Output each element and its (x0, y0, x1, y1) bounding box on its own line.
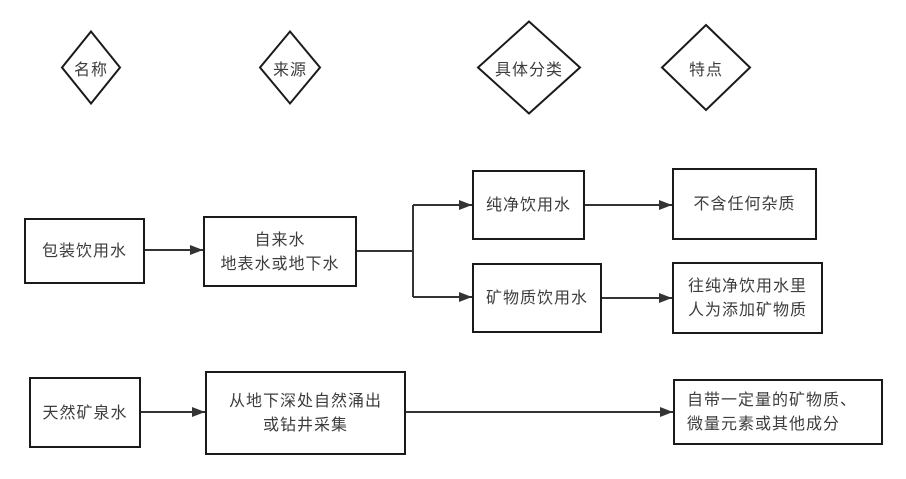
header-label-features: 特点 (688, 60, 724, 79)
header-label-source: 来源 (272, 60, 308, 79)
node-label: 自来水 地表水或地下水 (220, 229, 340, 273)
node-label: 天然矿泉水 (42, 402, 128, 422)
header-label-name: 名称 (73, 60, 109, 79)
node-pure-drinking-water: 纯净饮用水 (472, 170, 585, 240)
node-added-minerals: 往纯净饮用水里 人为添加矿物质 (672, 262, 823, 334)
node-underground-source: 从地下深处自然涌出 或钻井采集 (205, 371, 406, 455)
node-label: 矿物质饮用水 (485, 288, 588, 307)
node-label: 包装饮用水 (41, 241, 127, 260)
node-packaged-drinking-water: 包装饮用水 (24, 218, 145, 284)
header-label-classification: 具体分类 (494, 60, 564, 79)
node-contains-own-minerals: 自带一定量的矿物质、 微量元素或其他成分 (673, 379, 883, 445)
diamond-shape-name (60, 29, 122, 106)
diamond-shape-features (660, 23, 752, 112)
node-no-impurities: 不含任何杂质 (672, 168, 817, 240)
node-mineralized-drinking-water: 矿物质饮用水 (472, 263, 602, 333)
node-label: 自带一定量的矿物质、 微量元素或其他成分 (687, 390, 858, 433)
node-natural-mineral-water: 天然矿泉水 (29, 377, 141, 448)
node-label: 纯净饮用水 (485, 195, 571, 214)
node-label: 从地下深处自然涌出 或钻井采集 (228, 391, 382, 434)
node-label: 往纯净饮用水里 人为添加矿物质 (687, 276, 807, 319)
node-label: 不含任何杂质 (693, 194, 796, 213)
node-tap-water-source: 自来水 地表水或地下水 (203, 216, 357, 287)
diamond-shape-source (258, 29, 322, 106)
diamond-shape-classification (476, 20, 582, 115)
